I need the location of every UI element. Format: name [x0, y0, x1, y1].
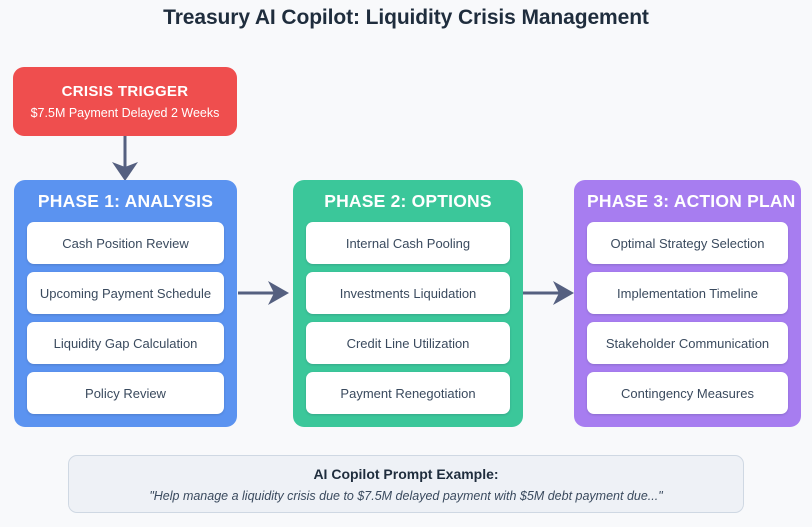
phase-1-title: PHASE 1: ANALYSIS [37, 191, 214, 211]
phase-2-item[interactable]: Payment Renegotiation [306, 372, 510, 414]
phase-3-item[interactable]: Implementation Timeline [587, 272, 788, 314]
phase-2-item[interactable]: Investments Liquidation [306, 272, 510, 314]
crisis-trigger-box: CRISIS TRIGGER $7.5M Payment Delayed 2 W… [13, 67, 237, 136]
prompt-box-title: AI Copilot Prompt Example: [313, 465, 499, 482]
ai-copilot-prompt-box: AI Copilot Prompt Example: "Help manage … [68, 455, 744, 513]
page-title: Treasury AI Copilot: Liquidity Crisis Ma… [163, 6, 649, 29]
arrow-right-phase2-phase3-icon [523, 281, 574, 305]
phase-1-item-list: Cash Position Review Upcoming Payment Sc… [27, 222, 224, 414]
prompt-box-text: "Help manage a liquidity crisis due to $… [149, 488, 663, 503]
phase-3-item[interactable]: Contingency Measures [587, 372, 788, 414]
phase-2-item-list: Internal Cash Pooling Investments Liquid… [306, 222, 510, 414]
arrow-down-icon [112, 136, 138, 181]
phase-1-item[interactable]: Policy Review [27, 372, 224, 414]
arrow-right-phase1-phase2-icon [238, 281, 289, 305]
phase-1-column: PHASE 1: ANALYSIS Cash Position Review U… [14, 180, 237, 427]
phase-1-item[interactable]: Cash Position Review [27, 222, 224, 264]
phase-2-item[interactable]: Internal Cash Pooling [306, 222, 510, 264]
phase-1-item[interactable]: Upcoming Payment Schedule [27, 272, 224, 314]
phase-2-item[interactable]: Credit Line Utilization [306, 322, 510, 364]
phase-3-item[interactable]: Optimal Strategy Selection [587, 222, 788, 264]
phase-2-column: PHASE 2: OPTIONS Internal Cash Pooling I… [293, 180, 523, 427]
phase-3-item-list: Optimal Strategy Selection Implementatio… [587, 222, 788, 414]
phase-3-title: PHASE 3: ACTION PLAN [587, 191, 796, 211]
crisis-trigger-subtitle: $7.5M Payment Delayed 2 Weeks [30, 106, 220, 120]
crisis-trigger-title: CRISIS TRIGGER [61, 83, 189, 100]
phase-1-item[interactable]: Liquidity Gap Calculation [27, 322, 224, 364]
phase-3-column: PHASE 3: ACTION PLAN Optimal Strategy Se… [574, 180, 801, 427]
phase-3-item[interactable]: Stakeholder Communication [587, 322, 788, 364]
phase-2-title: PHASE 2: OPTIONS [324, 191, 492, 211]
